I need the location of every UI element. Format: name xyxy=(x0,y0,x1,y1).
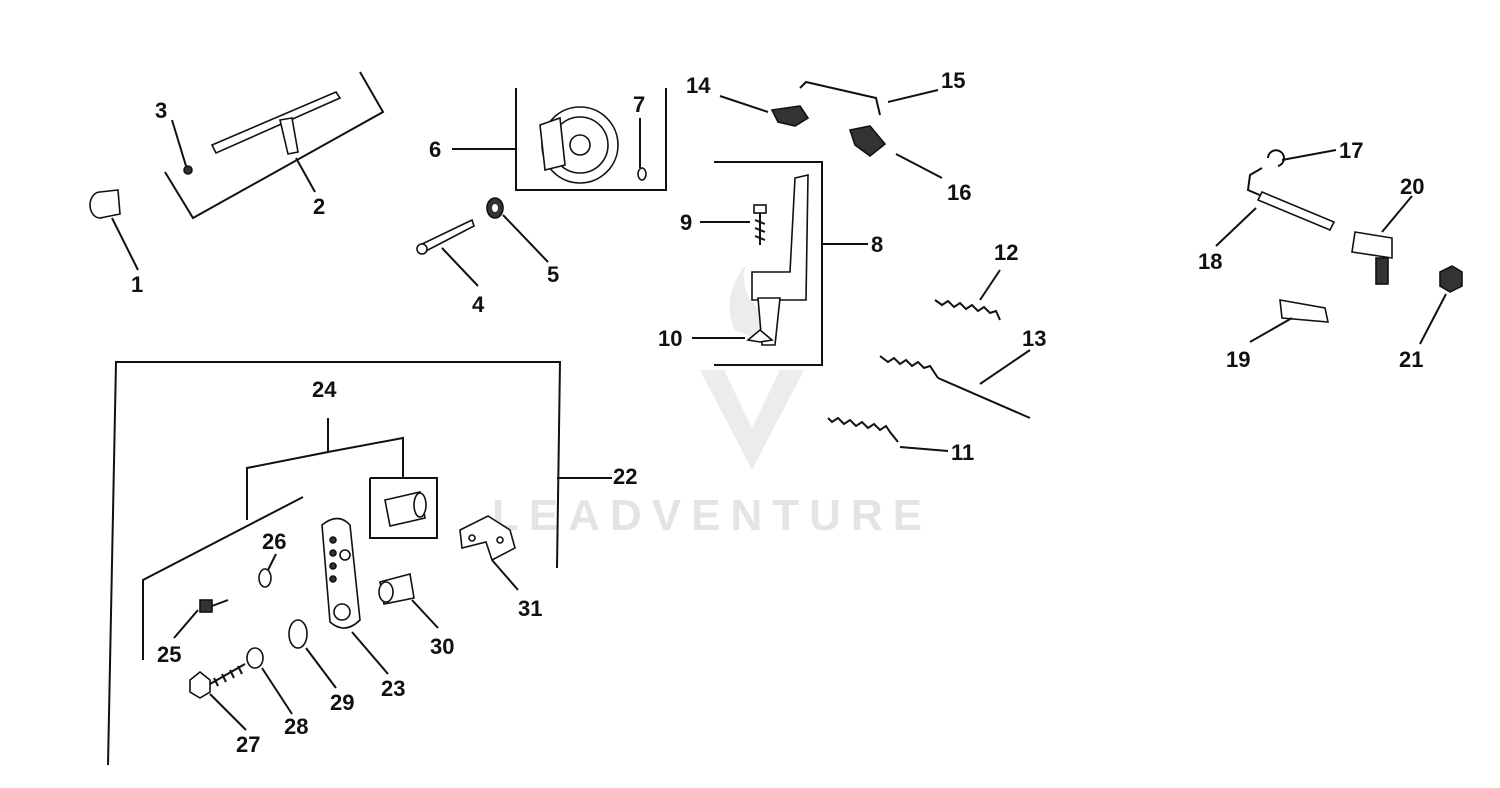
callout-21: 21 xyxy=(1399,347,1423,372)
watermark-text: LEADVENTURE xyxy=(492,491,932,540)
callout-20: 20 xyxy=(1400,174,1424,199)
bracket-2 xyxy=(164,71,385,220)
part-1-bushing xyxy=(89,189,121,219)
callout-25: 25 xyxy=(157,642,181,667)
part-7-washer xyxy=(637,167,647,181)
callout-5: 5 xyxy=(547,262,559,287)
callout-22: 22 xyxy=(613,464,637,489)
callout-26: 26 xyxy=(262,529,286,554)
part-25-screw xyxy=(199,599,229,613)
part-26-washer xyxy=(258,568,272,588)
part-11-spring xyxy=(827,416,899,443)
callout-15: 15 xyxy=(941,68,965,93)
part-2-shaft xyxy=(210,91,342,155)
callout-7: 7 xyxy=(633,92,645,117)
part-18-rod xyxy=(1246,167,1336,232)
part-14-clip xyxy=(770,105,810,127)
bracket-22 xyxy=(107,361,562,766)
bracket-8 xyxy=(714,161,823,366)
callout-8: 8 xyxy=(871,232,883,257)
callout-2: 2 xyxy=(313,194,325,219)
part-27-bolt xyxy=(189,663,246,699)
callout-17: 17 xyxy=(1339,138,1363,163)
part-17-clip xyxy=(1267,149,1285,167)
leader-lines xyxy=(111,89,1447,731)
callout-18: 18 xyxy=(1198,249,1222,274)
part-28-washer xyxy=(246,647,264,669)
part-30-spacer xyxy=(378,573,415,605)
callout-6: 6 xyxy=(429,137,441,162)
callout-13: 13 xyxy=(1022,326,1046,351)
part-10-nut xyxy=(746,328,774,343)
callout-14: 14 xyxy=(686,73,711,98)
part-13-spring-rod xyxy=(879,355,1031,419)
part-8-lever xyxy=(751,173,809,346)
callout-3: 3 xyxy=(155,98,167,123)
callout-31: 31 xyxy=(518,596,542,621)
watermark: LEADVENTURE xyxy=(492,265,932,540)
callout-27: 27 xyxy=(236,732,260,757)
part-12-spring xyxy=(934,299,1001,321)
callout-29: 29 xyxy=(330,690,354,715)
bracket-24a xyxy=(246,418,329,520)
callout-19: 19 xyxy=(1226,347,1250,372)
part-21-nut xyxy=(1439,265,1463,293)
callout-28: 28 xyxy=(284,714,308,739)
callout-30: 30 xyxy=(430,634,454,659)
part-19-bushing xyxy=(1279,299,1330,323)
part-3-pin xyxy=(183,165,193,175)
bracket-24-plate xyxy=(142,496,304,660)
part-24-bushing xyxy=(384,491,427,527)
part-23-plate xyxy=(321,517,361,629)
callout-1: 1 xyxy=(131,272,143,297)
callout-11: 11 xyxy=(951,440,974,465)
bracket-6 xyxy=(515,88,667,191)
callout-4: 4 xyxy=(472,292,485,317)
part-4-shaft xyxy=(416,218,475,255)
callout-9: 9 xyxy=(680,210,692,235)
part-9-screw xyxy=(753,204,767,245)
callout-24: 24 xyxy=(312,377,337,402)
callout-10: 10 xyxy=(658,326,682,351)
part-15-rod xyxy=(799,80,881,116)
part-5-washer xyxy=(486,197,504,219)
bracket-24-bushing-box xyxy=(369,477,438,539)
bracket-24b xyxy=(327,436,404,478)
part-29-gasket xyxy=(288,619,308,649)
part-6-gear-assembly xyxy=(539,106,619,184)
callout-16: 16 xyxy=(947,180,971,205)
part-20-swivel xyxy=(1351,231,1393,285)
callout-23: 23 xyxy=(381,676,405,701)
callout-12: 12 xyxy=(994,240,1018,265)
part-16-clip xyxy=(848,125,887,158)
part-31-bracket xyxy=(459,515,516,562)
